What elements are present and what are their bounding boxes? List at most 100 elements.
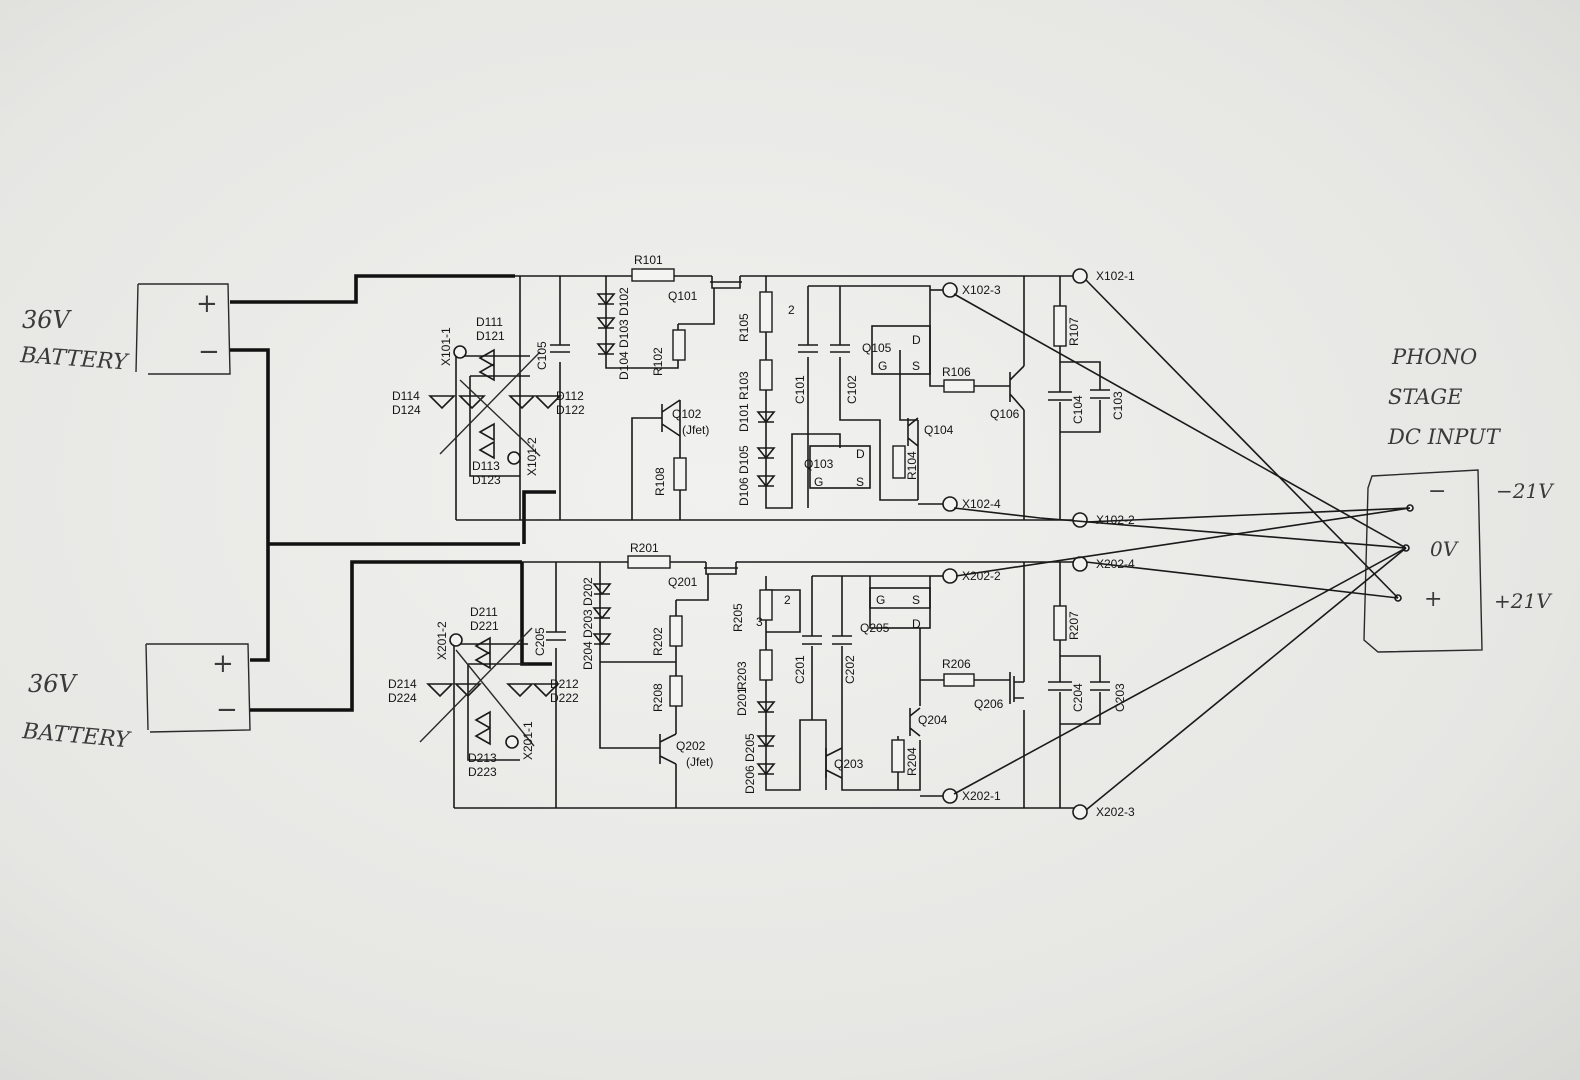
terminal-X102-3 [942, 282, 958, 298]
battery-bottom-label: BATTERY [20, 719, 132, 754]
pin-D-q103: D [856, 447, 865, 461]
terminal-X201-2 [449, 633, 463, 647]
pin-G-q103: G [814, 475, 823, 489]
bottom-regulator: R201 Q201 R202 R208 Q202 (Jfet) R205 R20… [388, 541, 1135, 820]
label-D224: D224 [388, 691, 417, 705]
label-R102: R102 [651, 347, 665, 376]
resistor-R102 [672, 329, 686, 361]
pin-G-q205: G [876, 593, 885, 607]
label-D201: D201 [735, 687, 749, 716]
label-D212: D212 [550, 677, 579, 691]
resistor-R201 [627, 555, 671, 569]
pin-D-q105: D [912, 333, 921, 347]
label-X201-1: X201-1 [521, 721, 535, 760]
label-D113: D113 [472, 459, 500, 473]
label-C203: C203 [1113, 683, 1127, 712]
transistor-Q206 [1009, 672, 1024, 704]
resistor-R206 [943, 673, 975, 687]
label-X201-2: X201-2 [435, 621, 449, 660]
resistor-R207 [1053, 605, 1067, 641]
capacitor-C101 [798, 344, 818, 353]
label-X101-2: X101-2 [525, 437, 539, 476]
transistor-Q103 [809, 445, 871, 489]
transistor-Q104 [907, 417, 919, 447]
label-R105: R105 [737, 313, 751, 342]
label-D214: D214 [388, 677, 417, 691]
label-X102-3: X102-3 [962, 283, 1001, 297]
terminal-X102-4 [942, 496, 958, 512]
terminal-X202-4 [1072, 556, 1088, 572]
terminal-X102-2 [1072, 512, 1088, 528]
label-Q203: Q203 [834, 757, 864, 771]
label-C205: C205 [533, 627, 547, 656]
pin-S-q205: S [912, 593, 920, 607]
terminal-X101-2 [507, 451, 521, 465]
resistor-R104 [892, 445, 906, 479]
phono-title-line1: PHONO [1391, 345, 1477, 369]
resistor-R101 [631, 268, 675, 282]
label-C105: C105 [535, 341, 549, 370]
resistor-R205 [759, 589, 773, 621]
resistor-R203 [759, 649, 773, 681]
label-D106-D105: D106 D105 [737, 445, 751, 506]
terminal-X102-1 [1072, 268, 1088, 284]
bridge-bottom [419, 627, 560, 808]
terminal-X202-3 [1072, 804, 1088, 820]
label-D222: D222 [550, 691, 579, 705]
capacitor-C204 [1048, 681, 1072, 691]
label-C204: C204 [1071, 683, 1085, 712]
terminal-X201-1 [505, 735, 519, 749]
label-R202: R202 [651, 627, 665, 656]
terminal-X202-1 [942, 788, 958, 804]
label-D111: D111 [476, 315, 503, 329]
label-R205: R205 [731, 603, 745, 632]
label-jfet-2: (Jfet) [686, 755, 713, 769]
label-C104: C104 [1071, 395, 1085, 424]
capacitor-C102 [830, 344, 850, 353]
connector-plus-mark: + [1424, 587, 1442, 612]
label-R104: R104 [905, 451, 919, 480]
label-C201: C201 [793, 655, 807, 684]
transistor-Q201 [704, 562, 738, 575]
phono-title-line3: DC INPUT [1387, 425, 1502, 449]
label-Q105: Q105 [862, 341, 892, 355]
label-C103: C103 [1111, 391, 1125, 420]
label-D223: D223 [468, 765, 497, 779]
transistor-Q101 [710, 276, 742, 289]
label-R101: R101 [634, 253, 663, 267]
transistor-Q204 [909, 707, 921, 737]
label-R107: R107 [1067, 317, 1081, 346]
pin-2-r105: 2 [788, 303, 795, 317]
label-jfet-1: (Jfet) [682, 423, 709, 437]
terminal-X101-1 [453, 345, 467, 359]
label-D114: D114 [392, 389, 420, 403]
resistor-R204 [891, 739, 905, 773]
battery-top: + − 36V BATTERY [19, 283, 231, 376]
label-Q206: Q206 [974, 697, 1004, 711]
label-R203: R203 [735, 661, 749, 690]
label-D104-D103-D102: D104 D103 D102 [617, 287, 631, 380]
diode-stack-D201-D206 [756, 701, 776, 776]
label-R204: R204 [905, 747, 919, 776]
label-D123: D123 [472, 473, 501, 487]
label-D121: D121 [476, 329, 505, 343]
battery-top-plus: + [196, 289, 218, 319]
label-Q103: Q103 [804, 457, 834, 471]
capacitor-C104 [1048, 391, 1072, 401]
battery-top-label: BATTERY [19, 343, 131, 376]
label-X202-4: X202-4 [1096, 557, 1135, 571]
label-D124: D124 [392, 403, 421, 417]
label-X101-1: X101-1 [439, 327, 453, 366]
phono-title-line2: STAGE [1388, 385, 1463, 409]
label-R108: R108 [653, 467, 667, 496]
label-Q102: Q102 [672, 407, 702, 421]
transistor-Q106 [1009, 365, 1025, 411]
label-Q104: Q104 [924, 423, 954, 437]
label-D206-D205: D206 D205 [743, 733, 757, 794]
resistor-R108 [673, 457, 687, 491]
pin-S-q103: S [856, 475, 864, 489]
label-R106: R106 [942, 365, 971, 379]
transistor-Q205 [869, 587, 931, 629]
